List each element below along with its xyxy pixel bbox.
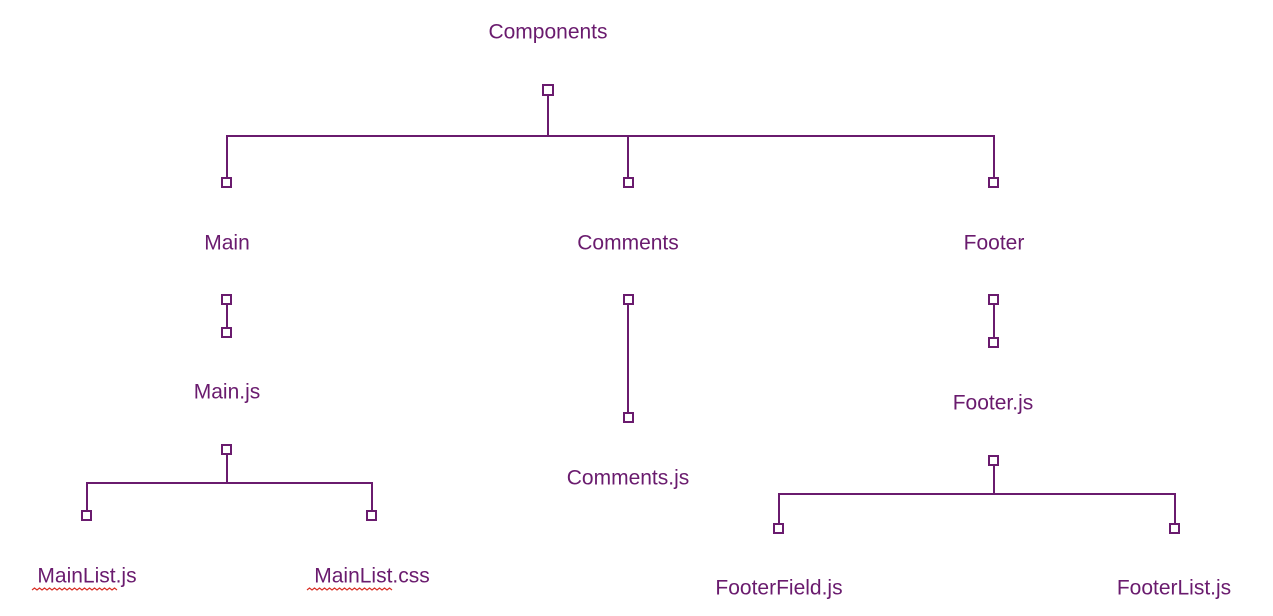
node-main[interactable]: Main: [204, 232, 250, 255]
handle-footer-bottom[interactable]: [988, 294, 999, 305]
node-comments[interactable]: Comments: [577, 232, 679, 255]
node-footerfield-js[interactable]: FooterField.js: [715, 577, 842, 600]
handle-mainjs-bottom[interactable]: [221, 444, 232, 455]
node-mainlist-js[interactable]: MainList.js: [37, 565, 136, 588]
node-comments-js[interactable]: Comments.js: [567, 467, 690, 490]
node-footerlist-js[interactable]: FooterList.js: [1117, 577, 1231, 600]
handle-comments-bottom[interactable]: [623, 294, 634, 305]
node-components[interactable]: Components: [488, 21, 607, 44]
handle-components-bottom[interactable]: [542, 84, 554, 96]
connector-components-to-children: [226, 135, 995, 182]
connectors: [86, 90, 1176, 529]
spellcheck-underlines: [31, 587, 393, 591]
handle-footer-top[interactable]: [988, 177, 999, 188]
handle-commentsjs-top[interactable]: [623, 412, 634, 423]
connector-footerjs-to-children: [778, 493, 1176, 529]
handle-main-top[interactable]: [221, 177, 232, 188]
handle-main-bottom[interactable]: [221, 294, 232, 305]
handle-comments-top[interactable]: [623, 177, 634, 188]
handle-footerlistjs-top[interactable]: [1169, 523, 1180, 534]
handle-mainlistcss-top[interactable]: [366, 510, 377, 521]
handles: [81, 84, 1180, 534]
handle-footerjs-top[interactable]: [988, 337, 999, 348]
node-main-js[interactable]: Main.js: [194, 381, 261, 404]
spellcheck-underline-mainlist-js: [31, 587, 118, 591]
node-mainlist-css[interactable]: MainList.css: [314, 565, 430, 588]
spellcheck-underline-mainlist-css: [306, 587, 393, 591]
handle-mainjs-top[interactable]: [221, 327, 232, 338]
handle-footerjs-bottom[interactable]: [988, 455, 999, 466]
node-labels: Components Main Comments Footer Main.js …: [37, 21, 1231, 600]
node-footer[interactable]: Footer: [964, 232, 1025, 255]
node-footer-js[interactable]: Footer.js: [953, 392, 1034, 415]
connector-mainjs-to-children: [86, 482, 373, 516]
handle-footerfieldjs-top[interactable]: [773, 523, 784, 534]
handle-mainlistjs-top[interactable]: [81, 510, 92, 521]
